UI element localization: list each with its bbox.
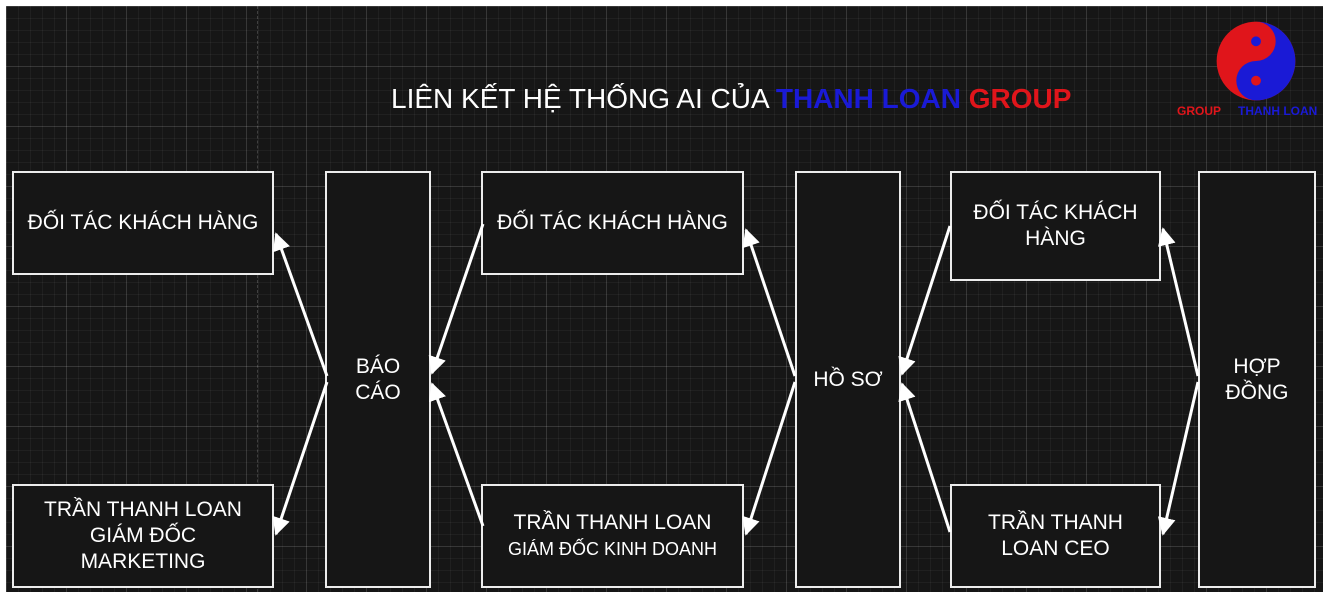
contract-line-2: ĐỒNG [1225,380,1289,404]
arrow-contract-to-ceo [1157,381,1200,536]
title-brand-red: GROUP [968,83,1072,114]
arrow-report-to-director-marketing [272,381,329,536]
arrow-partner-3-to-profile [898,225,952,376]
arrow-partner-2-to-report [428,223,485,375]
title-brand-blue: THANH LOAN [775,83,961,114]
arrow-contract-to-partner-3 [1157,227,1200,377]
ceo-line-2: LOAN CEO [1001,537,1110,560]
director-marketing-line-1: TRẦN THANH LOAN [44,498,242,521]
diagram-title: LIÊN KẾT HỆ THỐNG AI CỦA THANH LOAN GROU… [391,82,1171,116]
title-prefix: LIÊN KẾT HỆ THỐNG AI CỦA [391,83,776,114]
guide-line [257,6,258,592]
arrow-report-to-partner-1 [273,232,329,377]
node-director-marketing: TRẦN THANH LOAN GIÁM ĐỐC MARKETING [12,484,274,588]
node-partner-1-label: ĐỐI TÁC KHÁCH HÀNG [27,211,259,234]
ceo-line-1: TRẦN THANH [988,511,1123,534]
logo-label-name: THANH LOAN [1238,104,1318,118]
arrow-profile-to-director-sales [742,381,797,536]
arrow-ceo-to-profile [898,382,952,533]
node-partner-3: ĐỐI TÁC KHÁCH HÀNG [950,171,1161,281]
yin-yang-icon [1216,21,1296,101]
contract-line-1: HỢP [1233,354,1281,378]
director-marketing-line-2: GIÁM ĐỐC [89,524,197,547]
node-partner-2: ĐỐI TÁC KHÁCH HÀNG [481,171,744,275]
node-report: BÁO CÁO [325,171,431,588]
partner-3-line-1: ĐỐI TÁC KHÁCH [973,201,1138,224]
node-partner-2-label: ĐỐI TÁC KHÁCH HÀNG [497,211,728,234]
node-ceo: TRẦN THANH LOAN CEO [950,484,1161,588]
director-sales-line-2: GIÁM ĐỐC KINH DOANH [507,539,717,559]
node-profile-label: HỒ SƠ [813,367,883,391]
director-marketing-line-3: MARKETING [80,550,206,573]
logo-label-group: GROUP [1177,104,1222,118]
report-line-1: BÁO [355,354,401,378]
node-partner-1: ĐỐI TÁC KHÁCH HÀNG [12,171,274,275]
report-line-2: CÁO [355,380,401,404]
partner-3-line-2: HÀNG [1025,227,1086,250]
connector-layer [272,223,1200,536]
director-sales-line-1: TRẦN THANH LOAN [513,511,712,534]
arrow-director-sales-to-report [429,382,485,527]
diagram-canvas: LIÊN KẾT HỆ THỐNG AI CỦA THANH LOAN GROU… [6,6,1323,592]
node-contract: HỢP ĐỒNG [1198,171,1316,588]
arrow-profile-to-partner-2 [742,228,797,377]
node-profile: HỒ SƠ [795,171,901,588]
node-director-sales: TRẦN THANH LOAN GIÁM ĐỐC KINH DOANH [481,484,744,588]
